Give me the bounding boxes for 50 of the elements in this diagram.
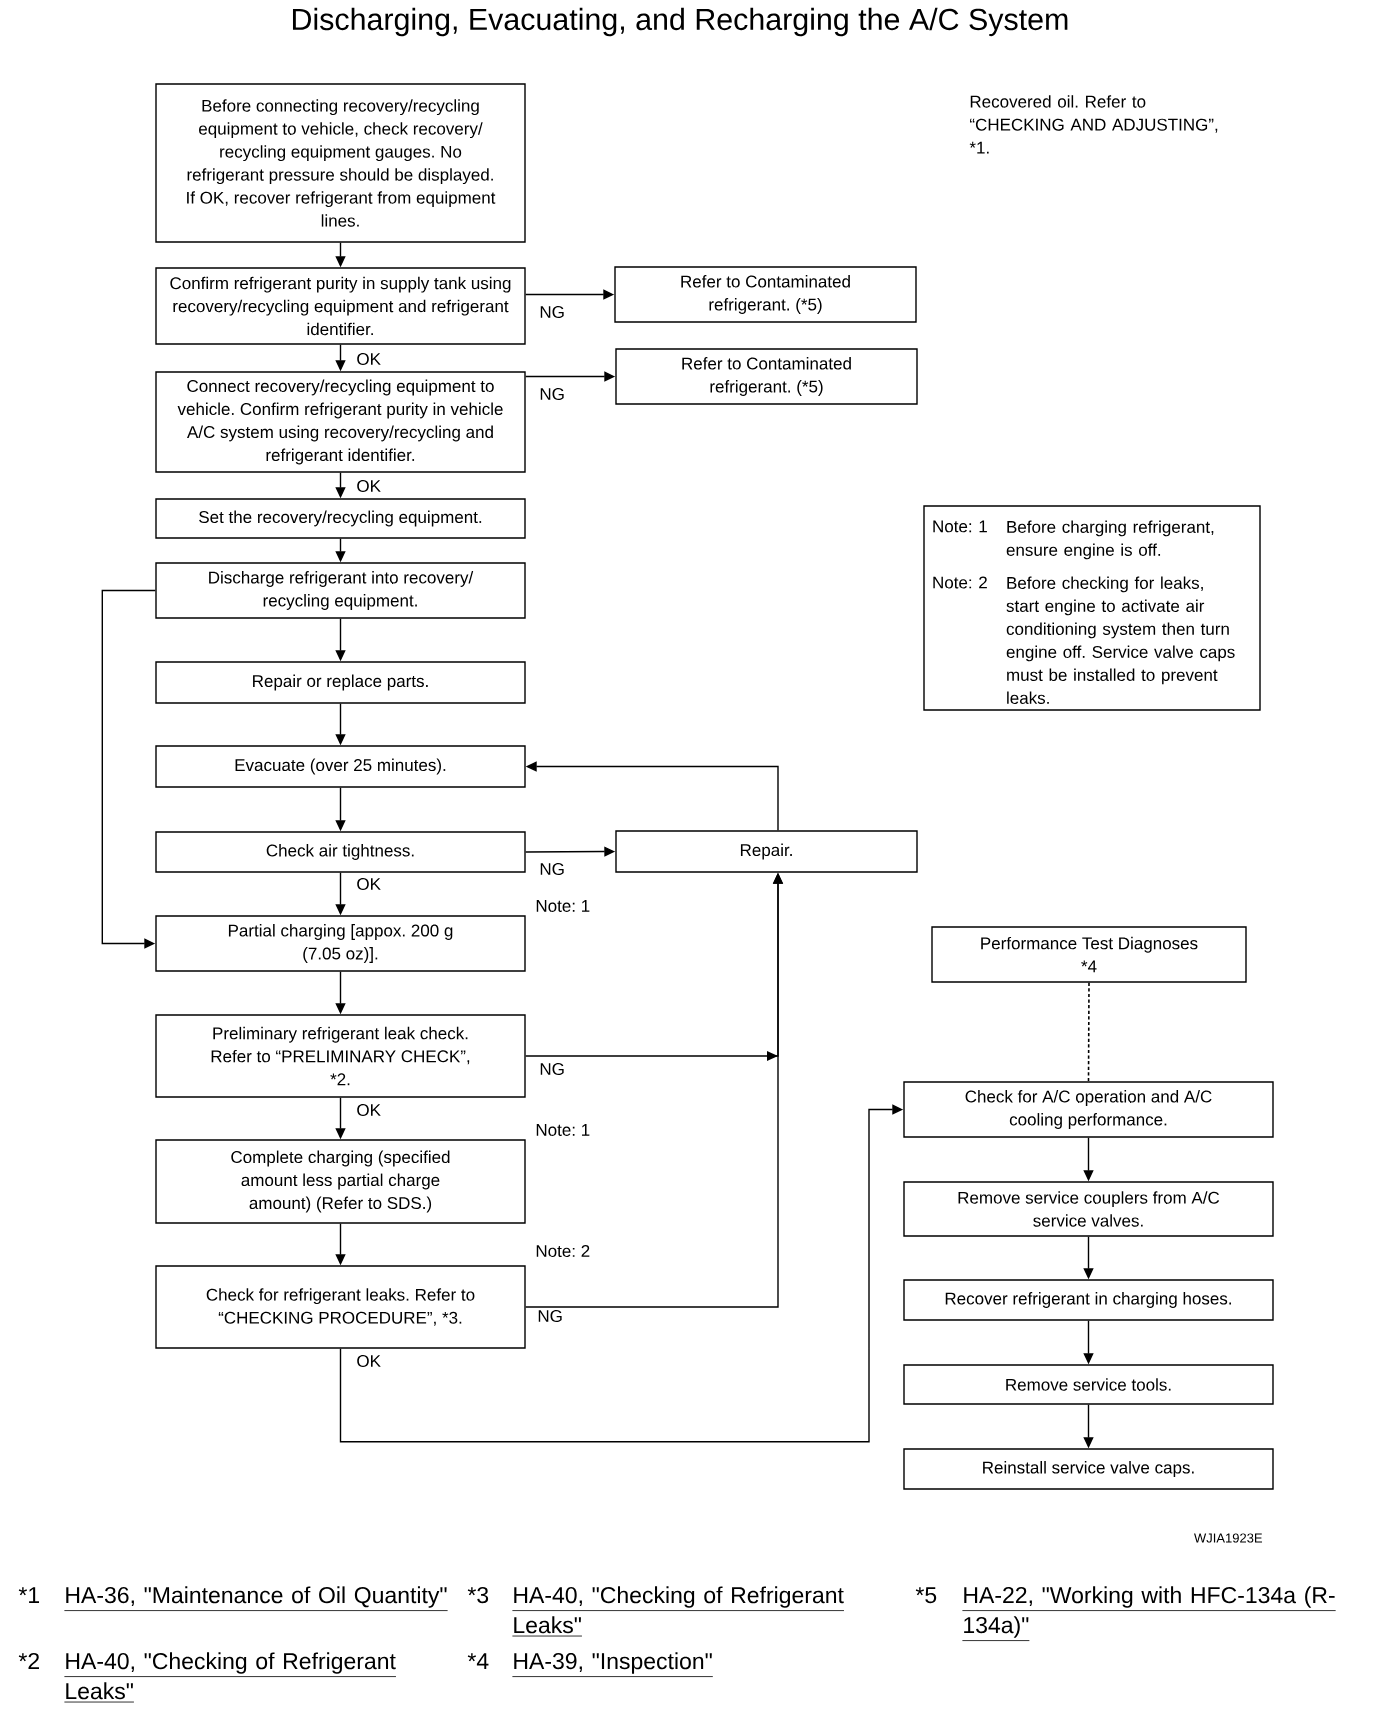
reference-link: HA-36, "Maintenance of Oil Quantity" [64, 1586, 448, 1611]
edge-label: NG [537, 386, 567, 403]
process-box: Refer to Contaminated refrigerant. (*5) [615, 348, 918, 405]
process-box: Check for refrigerant leaks. Refer to “CHECKING PROCEDURE”, *3. [155, 1265, 526, 1349]
edge-label: OK [354, 1102, 383, 1119]
edge-label: OK [354, 876, 383, 893]
process-box: Evacuate (over 25 minutes). [155, 745, 526, 788]
reference-link: HA-39, "Inspection" [512, 1652, 714, 1677]
process-box: Remove service couplers from A/C service valves. [903, 1181, 1274, 1237]
reference-link: HA-40, "Checking of Refrigerant Leaks" [512, 1586, 845, 1637]
figure-code: WJIA1923E [1194, 1533, 1262, 1543]
arrow [101, 589, 156, 949]
note-label: Note: 2 [536, 1245, 590, 1257]
footnote-marker: *2 [18, 1652, 39, 1669]
connector-line [1087, 981, 1090, 1083]
footnote-marker: *3 [467, 1586, 489, 1604]
process-box: Check for A/C operation and A/C cooling performance. [903, 1081, 1274, 1138]
process-box: Reinstall service valve caps. [903, 1448, 1274, 1490]
note-text: Recovered oil. Refer to “CHECKING AND ADJUSTING”, *1. [969, 95, 1218, 154]
note-label: Note: 1 [536, 1124, 590, 1136]
edge-label: OK [354, 1353, 383, 1370]
process-box: Connect recovery/recycling equipment to vehicle. Confirm refrigerant purity in vehicle A/C system using recovery/recycling and refrigerant identifier. [155, 371, 526, 473]
process-box: Remove service tools. [903, 1364, 1274, 1405]
title: Discharging, Evacuating, and Recharging the A/C System [293, 7, 1068, 37]
process-box: Recover refrigerant in charging hoses. [903, 1279, 1274, 1321]
edge-label: NG [535, 1308, 565, 1325]
note-box: Note: 1 Before charging refrigerant, ensure engine is off. Note: 2 Before checking for leaks, start engine to activate air conditioning system then turn engine off. Service valve caps must be installed to prevent leaks. [923, 505, 1261, 711]
process-box: Check air tightness. [155, 831, 526, 873]
edge-label: NG [537, 861, 567, 878]
footnote-marker: *4 [467, 1653, 489, 1669]
process-box: Refer to Contaminated refrigerant. (*5) [614, 266, 917, 323]
reference-link: HA-22, "Working with HFC-134a (R-134a)" [962, 1586, 1337, 1641]
process-box: Repair. [615, 830, 918, 873]
process-box: Complete charging (specified amount less partial charge amount) (Refer to SDS.) [155, 1139, 526, 1224]
edge-label: NG [537, 304, 567, 321]
edge-label: OK [354, 351, 383, 368]
process-box: Partial charging [appox. 200 g (7.05 oz)]. [155, 915, 526, 972]
process-box: Confirm refrigerant purity in supply tank using recovery/recycling equipment and refrigerant identifier. [155, 267, 526, 345]
process-box: Repair or replace parts. [155, 661, 526, 704]
footnote-marker: *1 [18, 1587, 39, 1603]
process-box: Set the recovery/recycling equipment. [155, 498, 526, 539]
process-box: Before connecting recovery/recycling equipment to vehicle, check recovery/ recycling equipment gauges. No refrigerant pressure should be displayed. If OK, recover refrigerant from equipment lines. [155, 83, 526, 243]
edge-label: NG [537, 1061, 567, 1078]
footnote-marker: *5 [915, 1587, 937, 1604]
process-box: Performance Test Diagnoses *4 [931, 926, 1247, 983]
edge-label: OK [354, 478, 383, 495]
reference-link: HA-40, "Checking of Refrigerant Leaks" [64, 1652, 397, 1703]
note-label: Note: 1 [536, 900, 590, 912]
process-box: Discharge refrigerant into recovery/ recycling equipment. [155, 562, 526, 619]
process-box: Preliminary refrigerant leak check. Refer to “PRELIMINARY CHECK”, *2. [155, 1014, 526, 1098]
